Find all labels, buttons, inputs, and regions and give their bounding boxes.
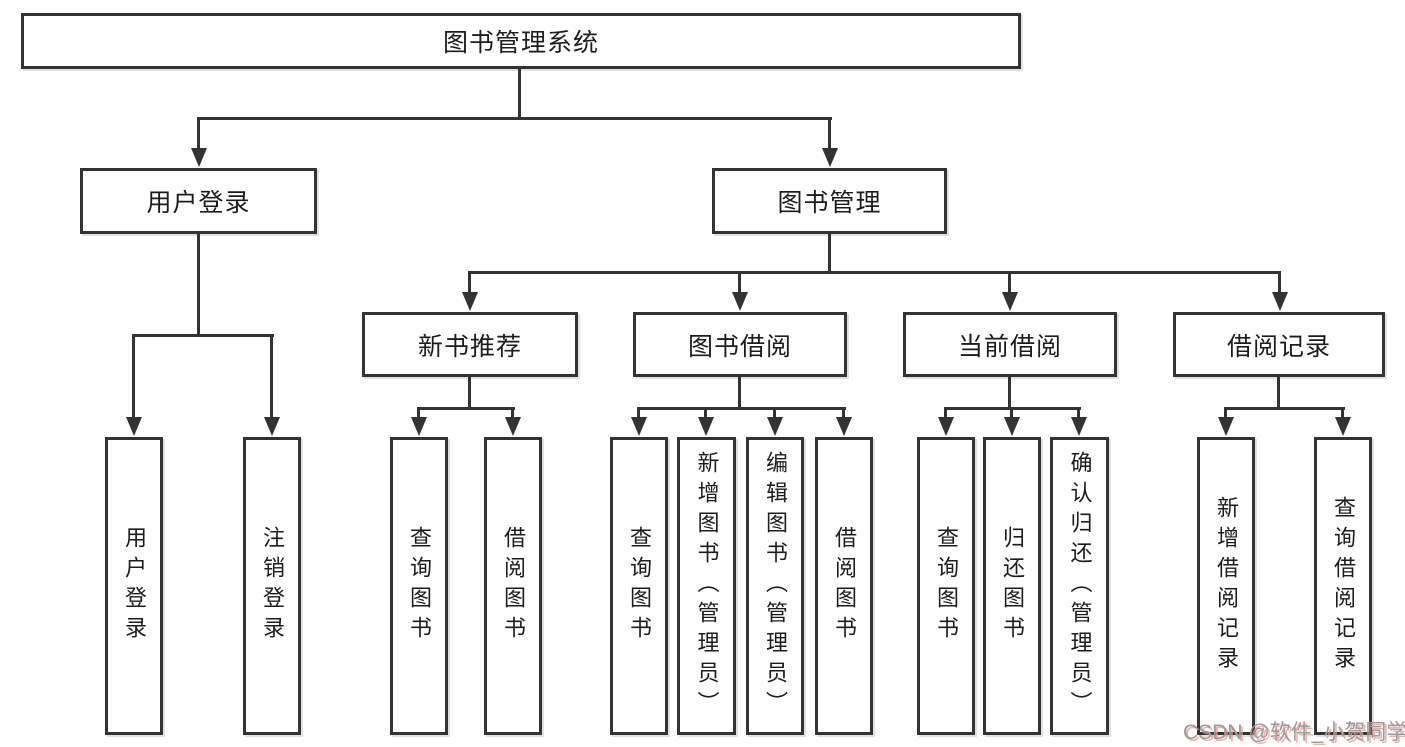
leaf-query-books-current: 查询图书: [917, 437, 975, 735]
connector: [132, 334, 135, 420]
connector: [132, 334, 274, 337]
connector: [828, 117, 831, 152]
csdn-watermark: CSDN @软件_小贺同学: [1183, 721, 1405, 744]
leaf-confirm-return-admin: 确认归还（管理员）: [1050, 437, 1109, 735]
connector: [738, 377, 741, 410]
connector: [197, 117, 832, 120]
connector: [704, 407, 707, 421]
connector: [270, 334, 273, 420]
arrow-down-icon: [698, 417, 714, 436]
leaf-borrow-books-recommend: 借阅图书: [484, 437, 542, 735]
leaf-borrow-books-borrowing: 借阅图书: [815, 437, 873, 735]
connector: [842, 407, 845, 421]
arrow-down-icon: [411, 417, 427, 436]
arrow-down-icon: [1218, 417, 1234, 436]
connector: [1278, 271, 1281, 296]
arrow-down-icon: [1335, 417, 1351, 436]
node-book-management: 图书管理: [712, 168, 947, 234]
arrow-down-icon: [1002, 292, 1018, 311]
connector: [511, 407, 514, 421]
connector: [1341, 407, 1344, 421]
arrow-down-icon: [264, 417, 280, 436]
connector: [1010, 407, 1013, 421]
leaf-user-login: 用户登录: [105, 437, 163, 735]
arrow-down-icon: [462, 292, 478, 311]
connector: [1277, 377, 1280, 410]
arrow-down-icon: [938, 417, 954, 436]
connector: [1008, 377, 1011, 410]
connector: [468, 377, 471, 410]
connector: [468, 271, 471, 296]
connector: [944, 407, 947, 421]
leaf-edit-book-admin: 编辑图书（管理员）: [746, 437, 804, 735]
arrow-down-icon: [1071, 417, 1087, 436]
leaf-add-borrow-record: 新增借阅记录: [1197, 437, 1255, 735]
node-current-borrowing: 当前借阅: [903, 312, 1117, 377]
connector: [468, 271, 1281, 274]
node-library-system: 图书管理系统: [21, 13, 1021, 69]
connector: [828, 231, 831, 274]
arrow-down-icon: [505, 417, 521, 436]
leaf-return-book: 归还图书: [983, 437, 1041, 735]
connector: [417, 407, 420, 421]
connector: [1224, 407, 1345, 410]
leaf-logout: 注销登录: [243, 437, 301, 735]
node-user-login-group: 用户登录: [80, 168, 317, 234]
arrow-down-icon: [836, 417, 852, 436]
arrow-down-icon: [767, 417, 783, 436]
connector: [773, 407, 776, 421]
connector: [197, 234, 200, 337]
connector: [518, 69, 521, 119]
connector: [738, 271, 741, 296]
connector: [1008, 271, 1011, 296]
connector: [1077, 407, 1080, 421]
arrow-down-icon: [631, 417, 647, 436]
connector: [1224, 407, 1227, 421]
arrow-down-icon: [126, 417, 142, 436]
leaf-query-borrow-record: 查询借阅记录: [1314, 437, 1372, 735]
arrow-down-icon: [191, 148, 207, 167]
connector: [637, 407, 846, 410]
connector: [197, 117, 200, 152]
leaf-query-books-borrowing: 查询图书: [610, 437, 668, 735]
arrow-down-icon: [732, 292, 748, 311]
arrow-down-icon: [1004, 417, 1020, 436]
arrow-down-icon: [822, 148, 838, 167]
node-book-borrowing: 图书借阅: [633, 312, 847, 377]
connector: [637, 407, 640, 421]
node-new-book-recommend: 新书推荐: [362, 312, 578, 377]
node-borrowing-records: 借阅记录: [1173, 312, 1385, 377]
connector: [417, 407, 515, 410]
arrow-down-icon: [1272, 292, 1288, 311]
leaf-add-book-admin: 新增图书（管理员）: [677, 437, 736, 735]
leaf-query-books-recommend: 查询图书: [390, 437, 448, 735]
